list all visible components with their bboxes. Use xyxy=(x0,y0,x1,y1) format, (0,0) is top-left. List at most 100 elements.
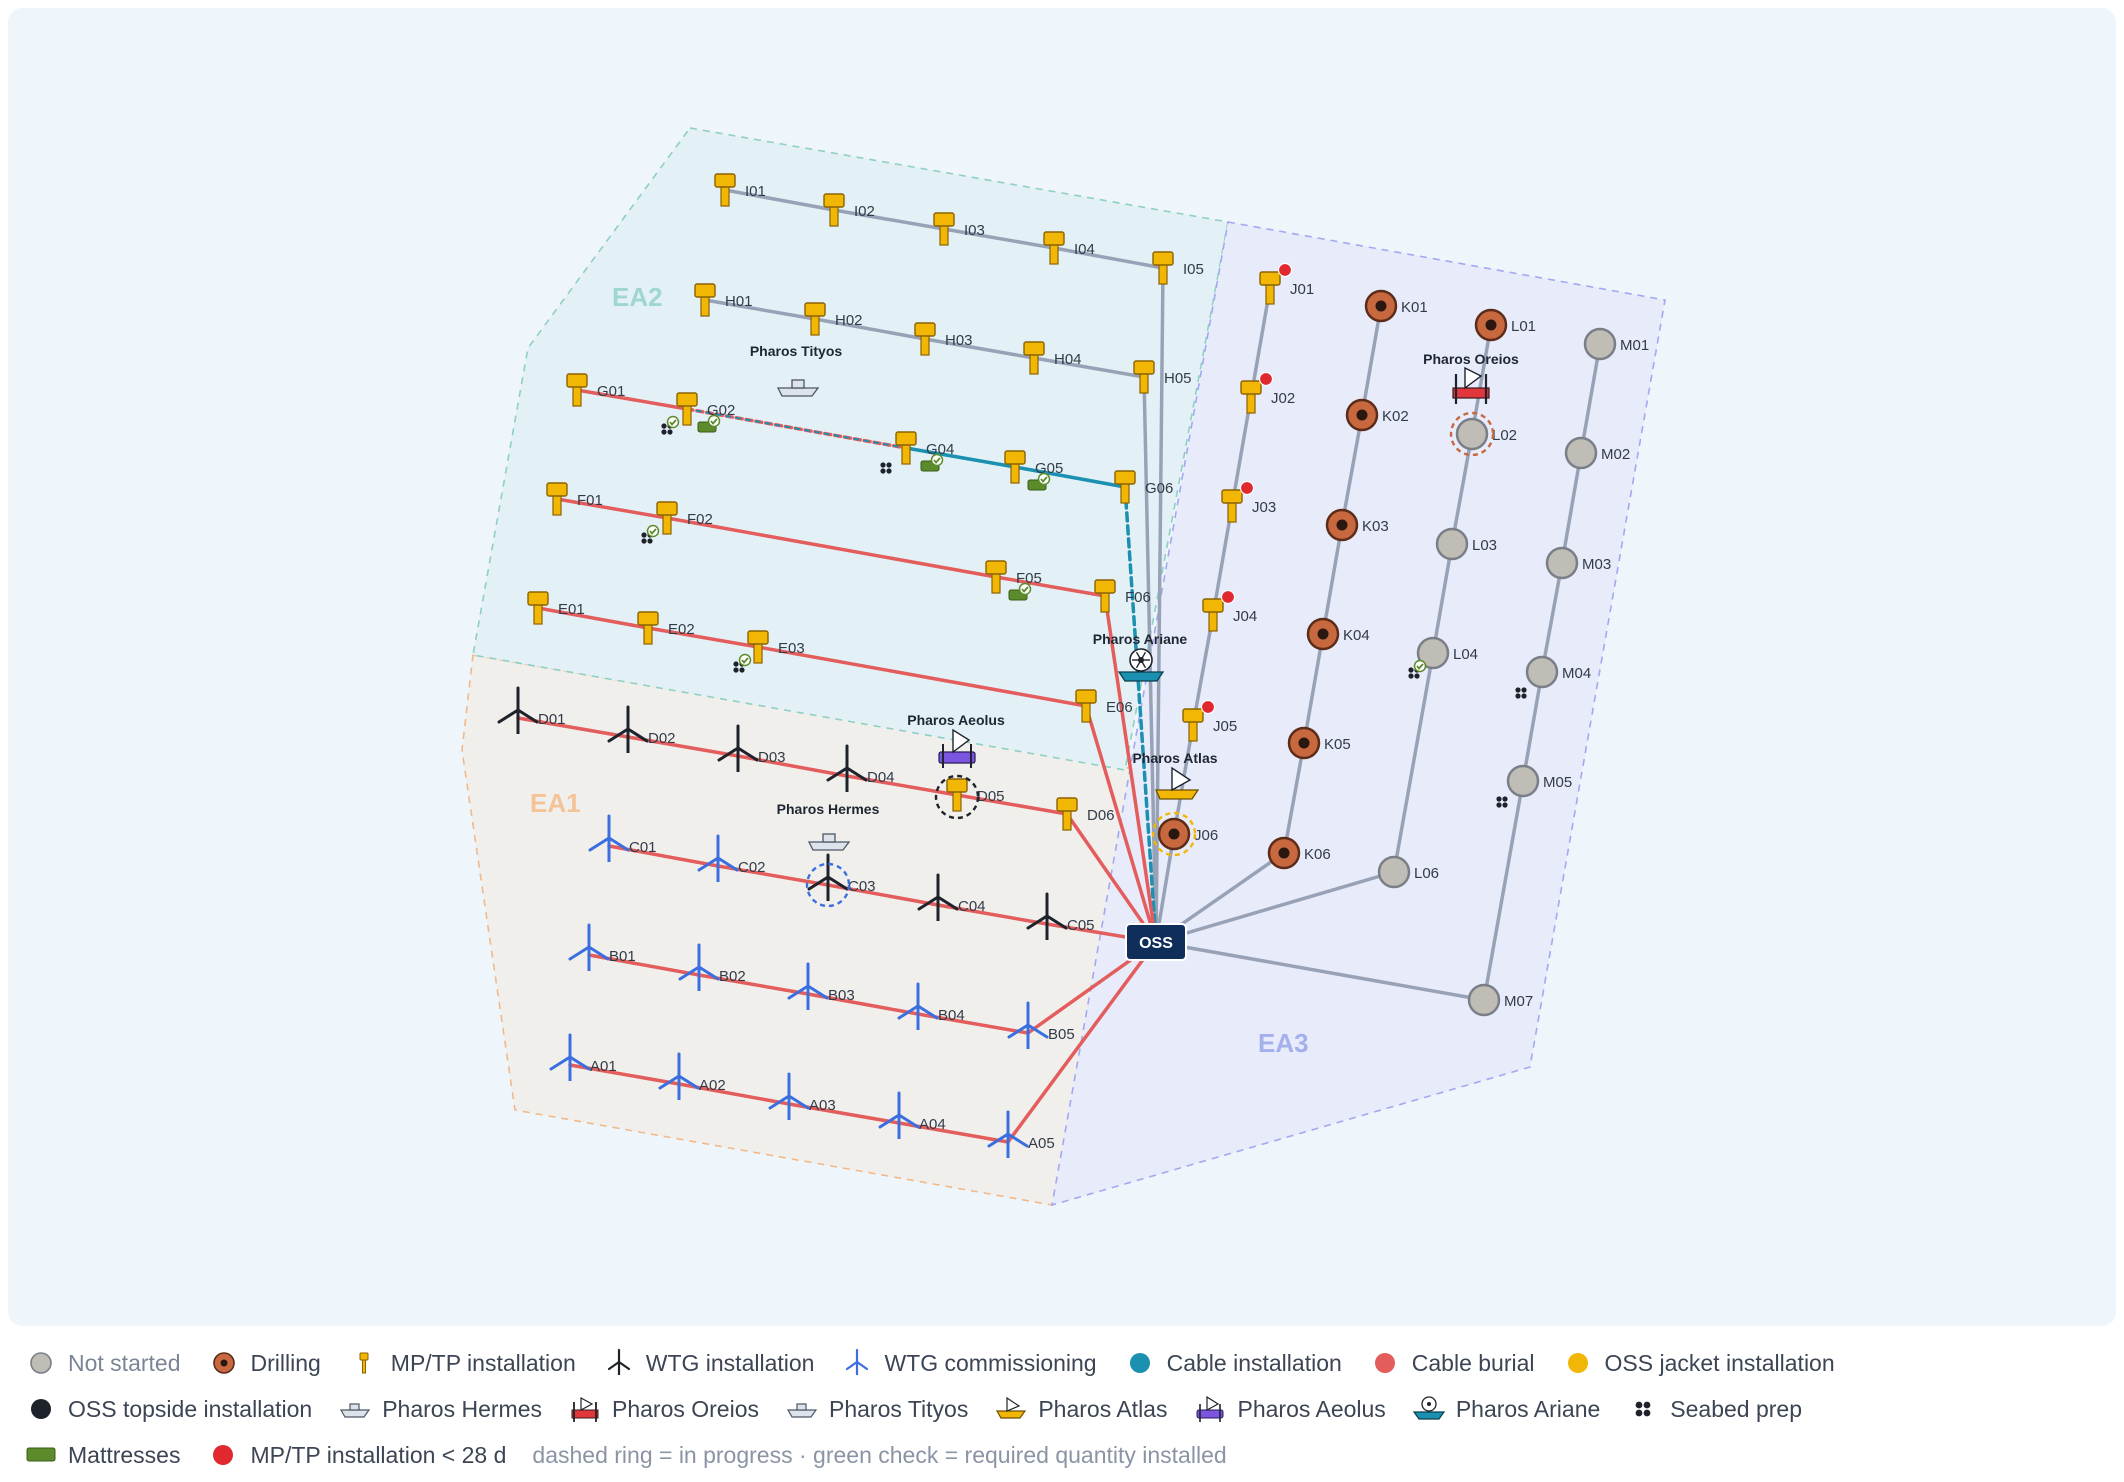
vessel-atlas[interactable]: Pharos Atlas xyxy=(1132,750,1218,800)
turbine-position-h04[interactable]: H04 xyxy=(1023,341,1082,375)
turbine-position-b05[interactable]: B05 xyxy=(1007,1001,1075,1049)
turbine-position-k06[interactable]: K06 xyxy=(1267,836,1331,870)
vessel-oreios[interactable]: Pharos Oreios xyxy=(1423,351,1519,404)
turbine-position-h05[interactable]: H05 xyxy=(1133,360,1192,394)
cable-string-g xyxy=(1013,465,1127,489)
turbine-position-l02[interactable]: L02 xyxy=(1455,417,1517,451)
turbine-position-m04[interactable]: M04 xyxy=(1525,655,1591,689)
legend-item-aeolus: Pharos Aeolus xyxy=(1193,1394,1386,1424)
turbine-position-c01[interactable]: C01 xyxy=(588,814,657,862)
turbine-position-g01[interactable]: G01 xyxy=(566,373,625,407)
vessel-aeolus[interactable]: Pharos Aeolus xyxy=(907,712,1005,768)
turbine-position-i01[interactable]: I01 xyxy=(714,173,766,207)
legend-item-atlas: Pharos Atlas xyxy=(994,1394,1167,1424)
node-label-k05: K05 xyxy=(1324,736,1351,753)
cable-string-j xyxy=(1211,504,1234,617)
turbine-position-k04[interactable]: K04 xyxy=(1306,617,1370,651)
turbine-position-e02[interactable]: E02 xyxy=(637,611,695,645)
turbine-position-j04[interactable]: J04 xyxy=(1202,598,1257,632)
turbine-position-m05[interactable]: M05 xyxy=(1506,764,1572,798)
turbine-position-a01[interactable]: A01 xyxy=(549,1033,617,1081)
turbine-position-f05[interactable]: F05 xyxy=(985,560,1042,594)
oss-substation[interactable]: OSS xyxy=(1125,923,1187,961)
wtg-comm-icon xyxy=(846,1348,869,1375)
turbine-position-k01[interactable]: K01 xyxy=(1364,289,1428,323)
turbine-position-d06[interactable]: D06 xyxy=(1056,797,1115,831)
turbine-position-j03[interactable]: J03 xyxy=(1221,489,1276,523)
turbine-position-a05[interactable]: A05 xyxy=(987,1110,1055,1158)
turbine-position-m02[interactable]: M02 xyxy=(1564,436,1630,470)
turbine-position-a02[interactable]: A02 xyxy=(658,1052,726,1100)
turbine-position-j06[interactable]: J06 xyxy=(1157,817,1218,851)
node-label-k02: K02 xyxy=(1382,408,1409,425)
mp-alert-dot-j05 xyxy=(1200,699,1216,715)
legend-item-seabed: Seabed prep xyxy=(1626,1394,1802,1424)
turbine-position-c03[interactable]: C03 xyxy=(807,853,876,901)
turbine-position-l06[interactable]: L06 xyxy=(1377,855,1439,889)
turbine-position-i04[interactable]: I04 xyxy=(1043,231,1095,265)
wtg-icon xyxy=(607,1348,630,1375)
turbine-position-k03[interactable]: K03 xyxy=(1325,508,1389,542)
turbine-position-d05[interactable]: D05 xyxy=(946,778,1005,812)
node-label-d06: D06 xyxy=(1087,807,1115,824)
vessel-tityos[interactable]: Pharos Tityos xyxy=(750,343,843,397)
turbine-position-i03[interactable]: I03 xyxy=(933,212,985,246)
turbine-position-b03[interactable]: B03 xyxy=(787,962,855,1010)
turbine-position-a03[interactable]: A03 xyxy=(768,1072,836,1120)
turbine-position-j02[interactable]: J02 xyxy=(1240,380,1295,414)
cable-string-i xyxy=(1154,266,1165,944)
turbine-position-g05[interactable]: G05 xyxy=(1004,450,1063,484)
turbine-position-h02[interactable]: H02 xyxy=(804,302,863,336)
turbine-position-a04[interactable]: A04 xyxy=(878,1091,946,1139)
turbine-position-m01[interactable]: M01 xyxy=(1583,327,1649,361)
turbine-position-d01[interactable]: D01 xyxy=(497,686,566,734)
vessel-hermes[interactable]: Pharos Hermes xyxy=(777,801,880,851)
legend-note: dashed ring = in progress · green check … xyxy=(532,1441,1227,1468)
turbine-position-k05[interactable]: K05 xyxy=(1287,726,1351,760)
turbine-position-b02[interactable]: B02 xyxy=(678,943,746,991)
turbine-position-k02[interactable]: K02 xyxy=(1345,398,1409,432)
vessel-label-ariane: Pharos Ariane xyxy=(1093,631,1188,647)
wind-farm-map[interactable]: EA1EA2EA3I01I02I03I04I05H01H02H03H04H05G… xyxy=(0,0,2124,1330)
turbine-position-g06[interactable]: G06 xyxy=(1114,470,1173,504)
turbine-position-i02[interactable]: I02 xyxy=(823,193,875,227)
turbine-position-j05[interactable]: J05 xyxy=(1182,708,1237,742)
turbine-position-j01[interactable]: J01 xyxy=(1259,271,1314,305)
node-label-f05: F05 xyxy=(1016,570,1042,587)
turbine-position-f01[interactable]: F01 xyxy=(546,482,603,516)
turbine-position-i05[interactable]: I05 xyxy=(1152,251,1204,285)
turbine-position-m07[interactable]: M07 xyxy=(1467,983,1533,1017)
turbine-position-h01[interactable]: H01 xyxy=(694,283,753,317)
turbine-position-l03[interactable]: L03 xyxy=(1435,527,1497,561)
vessel-ariane[interactable]: Pharos Ariane xyxy=(1093,631,1188,682)
turbine-position-h03[interactable]: H03 xyxy=(914,322,973,356)
node-label-a02: A02 xyxy=(699,1077,726,1094)
turbine-position-d03[interactable]: D03 xyxy=(717,724,786,772)
turbine-position-e03[interactable]: E03 xyxy=(747,630,805,664)
turbine-position-b04[interactable]: B04 xyxy=(897,982,965,1030)
cable-string-i xyxy=(1052,246,1165,270)
turbine-position-f06[interactable]: F06 xyxy=(1094,579,1151,613)
legend-item-cable-install: Cable installation xyxy=(1123,1348,1342,1378)
turbine-position-e06[interactable]: E06 xyxy=(1075,689,1133,723)
node-label-e06: E06 xyxy=(1106,699,1133,716)
turbine-position-e01[interactable]: E01 xyxy=(527,591,585,625)
turbine-position-f02[interactable]: F02 xyxy=(656,501,713,535)
turbine-position-g02[interactable]: G02 xyxy=(676,392,735,426)
in-progress-ring-c03 xyxy=(805,862,851,908)
node-label-i05: I05 xyxy=(1183,261,1204,278)
legend-label-alert: MP/TP installation < 28 d xyxy=(250,1441,507,1468)
turbine-position-c02[interactable]: C02 xyxy=(697,834,766,882)
turbine-position-l04[interactable]: L04 xyxy=(1416,636,1478,670)
turbine-position-c04[interactable]: C04 xyxy=(917,873,986,921)
legend-label-aeolus: Pharos Aeolus xyxy=(1237,1395,1386,1422)
turbine-position-l01[interactable]: L01 xyxy=(1474,308,1536,342)
mp-tp-icon xyxy=(359,1352,369,1374)
turbine-position-d04[interactable]: D04 xyxy=(826,744,895,792)
turbine-position-b01[interactable]: B01 xyxy=(568,923,636,971)
turbine-position-c05[interactable]: C05 xyxy=(1026,892,1095,940)
turbine-position-d02[interactable]: D02 xyxy=(607,705,676,753)
turbine-position-m03[interactable]: M03 xyxy=(1545,546,1611,580)
turbine-position-g04[interactable]: G04 xyxy=(895,431,954,465)
cable-string-g xyxy=(904,446,1017,469)
